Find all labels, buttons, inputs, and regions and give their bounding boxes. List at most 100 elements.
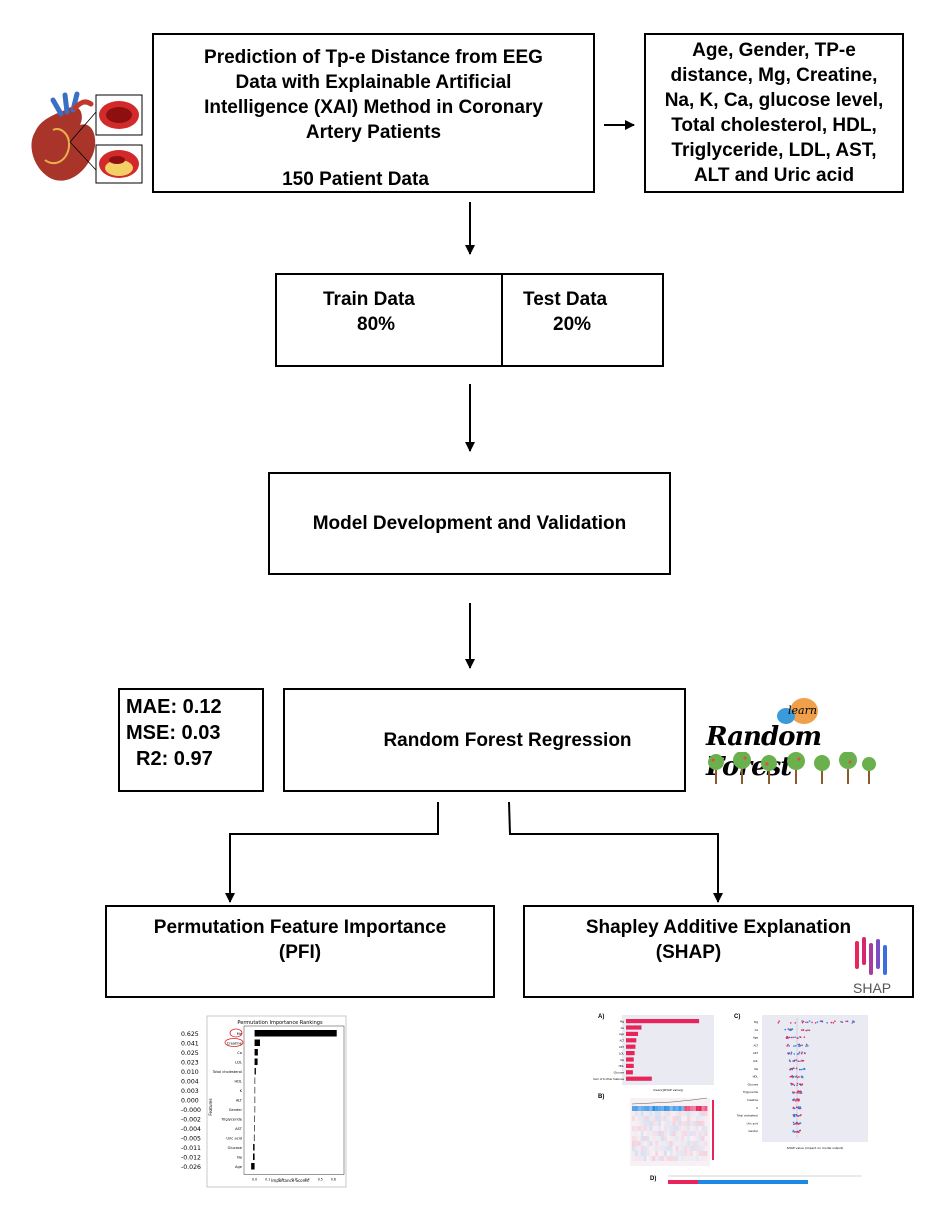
shap-heat-cell [687,1146,690,1151]
shap-heat-cell [698,1131,702,1136]
pfi-feature-label: Age [235,1165,243,1169]
shap-heat-cell [646,1111,650,1116]
shap-heat-cell [638,1136,641,1141]
shap-heat-cell [705,1121,708,1126]
shap-heat-cell [695,1106,699,1111]
shap-c-label: Age [753,1036,758,1040]
shap-heat-cell [655,1111,659,1116]
pfi-feature-label: Uric acid [226,1137,242,1141]
pfi-highlight-mg [229,1028,243,1038]
shap-heat-cell [632,1131,635,1136]
shap-heatmap [631,1097,714,1161]
pfi-highlight-creatine [224,1038,244,1047]
shap-heat-cell [649,1146,652,1151]
shap-heat-cell [690,1131,693,1136]
shap-heat-cell [669,1126,673,1131]
shap-c-dot [792,1121,795,1124]
connector-rf-to-pfi [225,802,439,903]
pfi-bar [251,1163,255,1170]
shap-a-bar [626,1051,635,1056]
shap-heat-cell [655,1106,659,1111]
shap-heat-cell [669,1151,673,1156]
shap-heat-cell [693,1126,696,1131]
pfi-chart: Permutation Importance Rankings Mg0.625C… [181,1015,347,1188]
shap-heat-cell [637,1156,641,1161]
shap-heat-cell [646,1131,650,1136]
shap-heat-cell [661,1141,664,1146]
shap-c-label: Triglyceride [743,1090,758,1094]
shap-heat-cell [643,1106,647,1111]
shap-heat-cell [669,1141,673,1146]
shap-heat-cell [698,1116,702,1121]
shap-heat-cell [704,1131,708,1136]
shap-heat-cell [695,1131,699,1136]
shap-c-dot [801,1076,804,1079]
shap-heat-cell [687,1131,690,1136]
shap-heat-cell [678,1156,681,1161]
shap-heat-cell [661,1116,664,1121]
random-forest-box: Random Forest Regression [283,688,686,792]
title-line-4: Artery Patients [305,122,442,143]
shap-heat-cell [652,1146,656,1151]
shap-heat-colorbar [712,1100,714,1160]
shap-c-dot [785,1036,788,1039]
shap-heat-cell [678,1111,682,1116]
shap-heat-cell [661,1121,664,1126]
shap-c-dot [840,1020,842,1023]
pfi-x-tick: 0.2 [278,1178,283,1182]
pfi-feature-label: ALT [236,1099,243,1103]
shap-heat-cell [661,1156,664,1161]
shap-heat-cell [678,1131,681,1136]
shap-heat-cell [634,1146,638,1151]
shap-heat-cell [663,1136,667,1141]
shap-heat-cell [695,1141,699,1146]
shap-c-dot [784,1028,787,1031]
shap-c-dot [790,1036,793,1039]
metrics-box: MAE: 0.12 MSE: 0.03 R2: 0.97 [118,688,264,792]
shap-heat-cell [658,1121,661,1126]
shap-heat-cell [684,1156,687,1161]
shap-heat-cell [672,1156,676,1161]
shap-heat-cell [649,1156,653,1161]
shap-c-dot [797,1115,799,1117]
shap-c-dot [801,1059,803,1062]
pfi-bar [254,1049,258,1056]
shap-heat-cell [640,1151,644,1156]
shap-heat-cell [669,1121,673,1126]
shap-heat-cell [643,1146,647,1151]
shap-heat-cell [640,1106,644,1111]
shap-heat-cell [649,1111,653,1116]
shap-box: Shapley Additive Explanation (SHAP) SHAP [523,905,914,998]
shap-heat-cell [692,1131,696,1136]
shap-heat-cell [681,1131,685,1136]
shap-c-label: HDL [753,1075,759,1079]
shap-heat-cell [652,1116,656,1121]
shap-c-dot [791,1028,793,1030]
shap-c-dot [801,1020,803,1022]
shap-heat-cell [678,1116,682,1121]
shap-heat-cell [666,1156,670,1161]
shap-heat-cell [652,1131,656,1136]
shap-heat-cell [646,1116,650,1121]
shap-c-dot [798,1045,801,1048]
shap-heat-cell [687,1151,690,1156]
title-line-3: Intelligence (XAI) Method in Coronary [204,97,543,118]
pfi-x-tick: 0.6 [331,1178,336,1182]
shap-c-label: AST [753,1051,758,1055]
shap-c-dot [792,1060,794,1062]
pfi-x-tick: 0.1 [265,1178,270,1182]
shap-heat-cell [643,1121,647,1126]
shap-heat-cell [663,1156,667,1161]
shap-line-2: (SHAP) [655,942,722,963]
shap-heat-cell [652,1106,656,1111]
shap-heat-cell [663,1151,667,1156]
pfi-chart-xlabel: Importance Scores [271,1178,308,1183]
shap-beeswarm: MgCaAgeALTASTLDLNaHDLGlucoseTriglyceride… [737,1018,855,1138]
shap-heat-cell [678,1136,681,1141]
shap-heat-cell [669,1146,673,1151]
shap-heat-cell [661,1126,664,1131]
shap-c-dot [805,1029,808,1032]
shap-c-dot [790,1053,792,1055]
shap-heat-cell [681,1121,685,1126]
shap-heat-cell [701,1126,705,1131]
